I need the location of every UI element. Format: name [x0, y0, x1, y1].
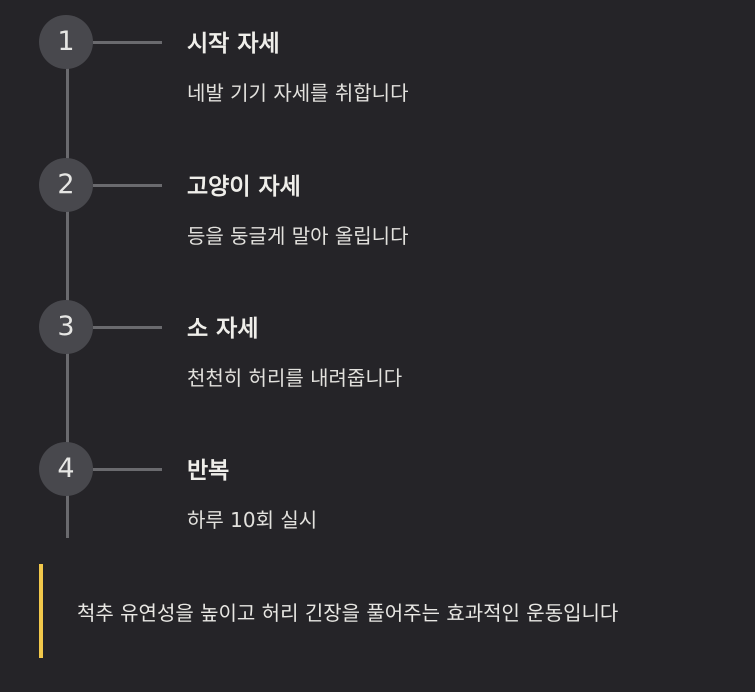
step-number-badge: 1: [39, 15, 93, 69]
step-connector-line: [93, 468, 162, 471]
step-description: 등을 둥글게 말아 올립니다: [187, 224, 409, 248]
step-2: 2 고양이 자세 등을 둥글게 말아 올립니다: [0, 158, 755, 278]
step-connector-line: [93, 184, 162, 187]
step-description: 천천히 허리를 내려줍니다: [187, 366, 403, 390]
callout-text: 척추 유연성을 높이고 허리 긴장을 풀어주는 효과적인 운동입니다: [77, 601, 619, 625]
timeline-rail: [66, 42, 69, 538]
step-connector-line: [93, 326, 162, 329]
step-title: 소 자세: [187, 316, 259, 342]
step-4: 4 반복 하루 10회 실시: [0, 442, 755, 562]
callout-note: 척추 유연성을 높이고 허리 긴장을 풀어주는 효과적인 운동입니다: [39, 564, 739, 658]
step-description: 네발 기기 자세를 취합니다: [187, 81, 409, 105]
step-number-badge: 4: [39, 442, 93, 496]
step-title: 시작 자세: [187, 31, 280, 57]
step-title: 고양이 자세: [187, 174, 301, 200]
step-title: 반복: [187, 458, 230, 484]
step-3: 3 소 자세 천천히 허리를 내려줍니다: [0, 300, 755, 420]
step-1: 1 시작 자세 네발 기기 자세를 취합니다: [0, 15, 755, 135]
step-description: 하루 10회 실시: [187, 508, 318, 532]
step-number-badge: 3: [39, 300, 93, 354]
callout-accent-bar: [39, 564, 43, 658]
step-number-badge: 2: [39, 158, 93, 212]
step-connector-line: [93, 41, 162, 44]
